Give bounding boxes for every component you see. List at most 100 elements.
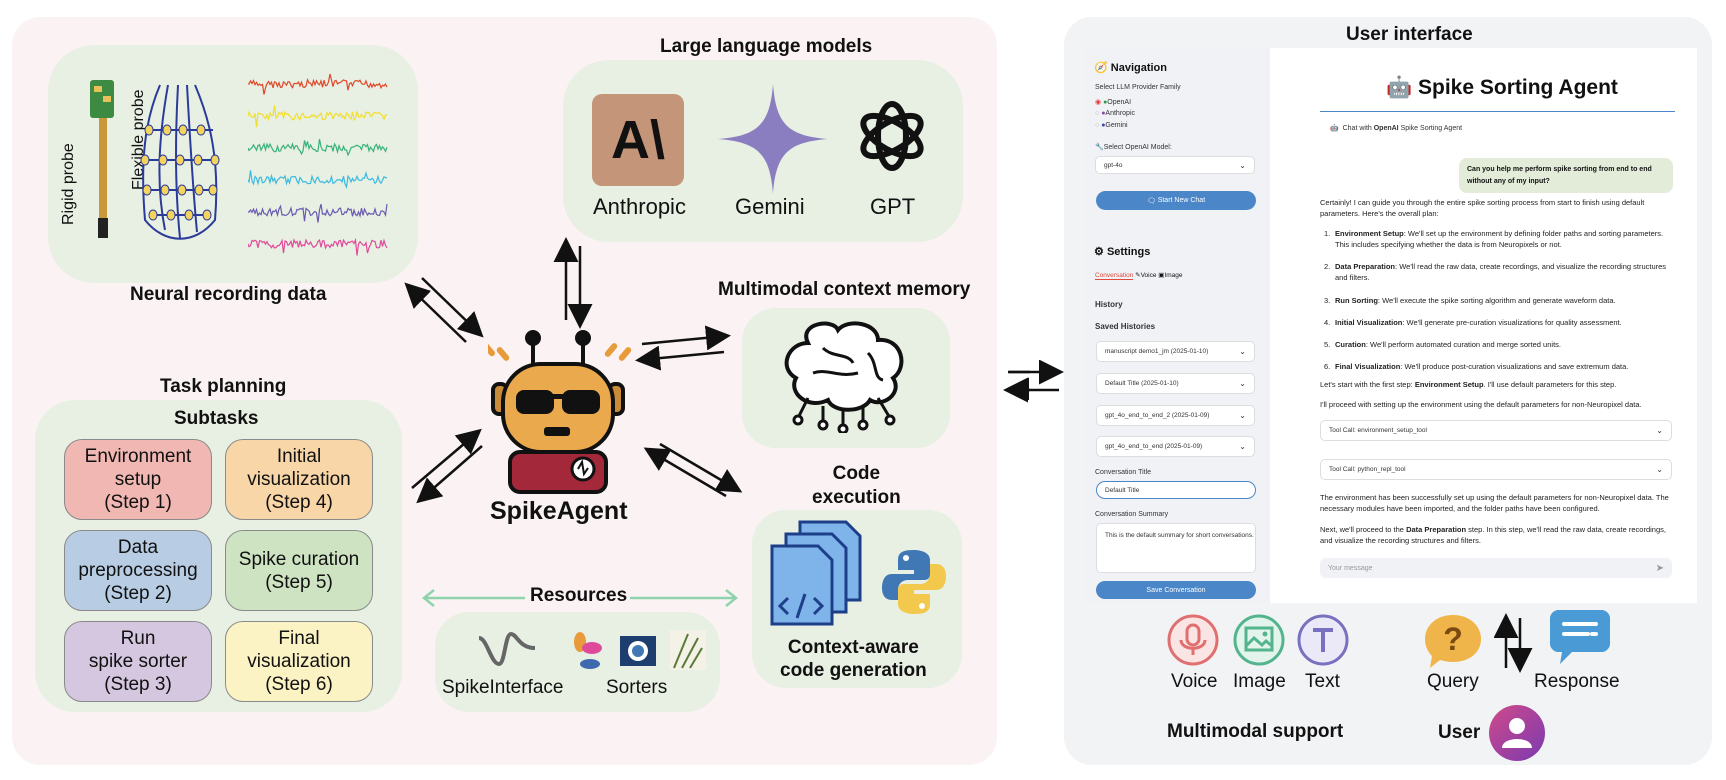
llm-title: Large language models — [660, 36, 873, 57]
history-item-label: gpt_4o_end_to_end (2025-01-09) — [1105, 443, 1203, 450]
conversation-summary-text: This is the default summary for short co… — [1105, 532, 1254, 539]
text-label: Text — [1305, 671, 1340, 692]
tab-image[interactable]: Image — [1164, 272, 1183, 279]
task-planning-title: Task planning — [160, 376, 287, 397]
gear-icon: ⚙ — [1094, 246, 1104, 258]
start-new-chat-label: Start New Chat — [1157, 197, 1206, 204]
image-icon[interactable] — [1232, 613, 1286, 667]
response-icon — [1550, 610, 1610, 664]
history-item[interactable]: Default Title (2025-01-10)⌄ — [1096, 373, 1255, 394]
plan-item: 3.Run Sorting: We'll execute the spike s… — [1320, 295, 1672, 306]
provider-gemini[interactable]: ○ ●Gemini — [1095, 122, 1128, 129]
compass-icon: 🧭 — [1094, 62, 1108, 74]
voice-label: Voice — [1171, 671, 1218, 692]
tool-call-expander[interactable]: Tool Call: environment_setup_tool⌄ — [1320, 420, 1672, 441]
subtask-spike-curation: Spike curation (Step 5) — [225, 530, 373, 611]
spikeagent-title: SpikeAgent — [490, 497, 628, 525]
proceed-text: I'll proceed with setting up the environ… — [1320, 400, 1642, 409]
model-label: 🔧Select OpenAI Model: — [1095, 143, 1172, 151]
start-post: . I'll use default parameters for this s… — [1483, 380, 1617, 389]
neural-recording-title: Neural recording data — [130, 284, 327, 305]
sorters-logos-icon — [574, 630, 706, 670]
subtask-initial-visualization: Initial visualization (Step 4) — [225, 439, 373, 520]
agent-arrows — [404, 237, 1030, 504]
conversation-summary-label: Conversation Summary — [1095, 511, 1169, 518]
save-conversation-button[interactable]: Save Conversation — [1096, 581, 1256, 599]
settings-title-text: Settings — [1106, 246, 1151, 258]
chevron-down-icon: ⌄ — [1239, 160, 1246, 170]
provider-anthropic-label: Anthropic — [1105, 110, 1135, 117]
settings-title: ⚙ Settings — [1094, 245, 1150, 258]
plan-number: 4. — [1324, 318, 1331, 327]
llm-gemini-label: Gemini — [735, 194, 805, 219]
provider-openai-label: OpenAI — [1107, 99, 1132, 106]
chevron-down-icon: ⌄ — [1239, 442, 1246, 451]
voice-icon[interactable] — [1166, 613, 1220, 667]
next-post: step. In this step, we'll read the raw d… — [1320, 525, 1666, 545]
tool-call-expander[interactable]: Tool Call: python_repl_tool⌄ — [1320, 459, 1672, 480]
chevron-down-icon: ⌄ — [1239, 347, 1246, 356]
code-generation-title: Context-aware code generation — [780, 637, 927, 681]
plan-item: 5. Curation: We'll perform automated cura… — [1320, 339, 1672, 350]
robot-icon: 🤖 — [1386, 76, 1413, 99]
subtask-final-visualization: Final visualization (Step 6) — [225, 621, 373, 702]
history-label: History — [1095, 300, 1123, 309]
plan-body: : We'll perform automated curation and m… — [1365, 340, 1561, 349]
plan-item: 2.Data Preparation: We'll read the raw d… — [1320, 261, 1672, 283]
subtask-environment-setup: Environment setup (Step 1) — [64, 439, 212, 520]
next-bold: Data Preparation — [1406, 525, 1467, 534]
radio-icon: ○ — [1095, 122, 1100, 129]
gemini-star-icon — [718, 84, 828, 194]
tool-call-label: Tool Call: environment_setup_tool — [1329, 427, 1427, 434]
plan-number: 6. — [1324, 362, 1331, 371]
openai-dot-icon: ● — [1103, 99, 1108, 106]
tab-conversation[interactable]: Conversation — [1095, 272, 1134, 280]
reply-intro: Certainly! I can guide you through the e… — [1320, 198, 1645, 218]
query-icon: ? — [1425, 615, 1481, 668]
history-item[interactable]: gpt_4o_end_to_end (2025-01-09) ⌄ — [1096, 436, 1255, 457]
model-label-text: Select OpenAI Model: — [1103, 144, 1172, 151]
plan-number: 5. — [1324, 340, 1331, 349]
chat-with-pre: Chat with — [1342, 125, 1374, 132]
app-title: 🤖 Spike Sorting Agent — [1386, 76, 1618, 100]
anthropic-dot-icon: ● — [1101, 110, 1106, 117]
plan-body: : We'll generate pre-curation visualizat… — [1402, 318, 1622, 327]
llm-gpt-label: GPT — [870, 194, 916, 219]
history-item[interactable]: gpt_4o_end_to_end_2 (2025-01-09)⌄ — [1096, 405, 1255, 426]
tab-voice[interactable]: Voice — [1140, 272, 1157, 279]
plan-number: 2. — [1324, 262, 1331, 271]
model-select-value: gpt-4o — [1104, 161, 1123, 169]
rigid-probe-icon — [90, 80, 114, 238]
provider-gemini-label: Gemini — [1105, 122, 1128, 129]
plan-head: Environment Setup — [1335, 229, 1404, 238]
chat-with-post: Spike Sorting Agent — [1398, 125, 1463, 132]
saved-histories-label: Saved Histories — [1095, 322, 1156, 331]
model-select[interactable]: gpt-4o ⌄ — [1095, 156, 1255, 174]
history-item-label: gpt_4o_end_to_end_2 (2025-01-09) — [1105, 412, 1210, 419]
svg-text:?: ? — [1443, 621, 1463, 657]
query-label: Query — [1427, 671, 1479, 692]
conversation-summary-input[interactable]: This is the default summary for short co… — [1096, 523, 1256, 573]
neural-traces — [248, 73, 388, 256]
start-new-chat-button[interactable]: 🗨 Start New Chat — [1096, 191, 1256, 210]
neural-trace — [248, 203, 388, 223]
chat-input-placeholder: Your message — [1328, 564, 1373, 572]
provider-label: Select LLM Provider Family — [1095, 84, 1181, 91]
ui-title: User interface — [1346, 24, 1473, 45]
provider-openai[interactable]: ◉ ●OpenAI — [1095, 98, 1131, 106]
plan-head: Run Sorting — [1335, 296, 1378, 305]
code-execution-title: Code execution — [812, 463, 901, 508]
plan-head: Initial Visualization — [1335, 318, 1403, 327]
chat-input[interactable]: Your message ➤ — [1320, 558, 1672, 578]
plan-item: 6.Final Visualization: We'll produce pos… — [1320, 361, 1672, 372]
text-icon[interactable] — [1296, 613, 1350, 667]
chevron-down-icon: ⌄ — [1656, 465, 1663, 474]
history-item[interactable]: manuscript demo1_jm (2025-01-10)⌄ — [1096, 341, 1255, 362]
plan-head: Curation — [1335, 340, 1366, 349]
provider-anthropic[interactable]: ○ ●Anthropic — [1095, 110, 1135, 117]
neural-trace — [248, 237, 388, 256]
conversation-title-input[interactable]: Default Title — [1096, 481, 1256, 499]
gemini-dot-icon: ● — [1101, 122, 1106, 129]
send-icon[interactable]: ➤ — [1655, 562, 1664, 574]
anthropic-logo: A\ — [592, 94, 684, 186]
